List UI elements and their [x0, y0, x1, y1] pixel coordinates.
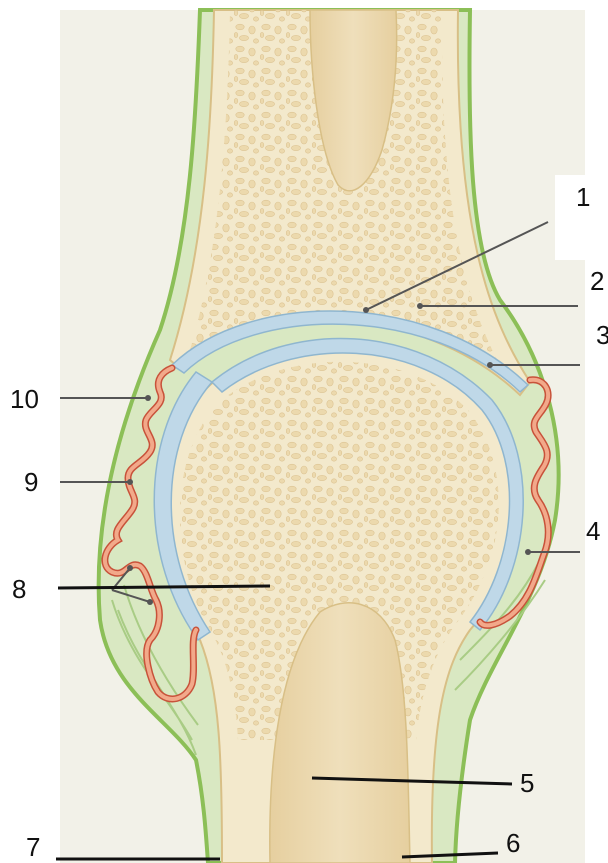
label-7: 7: [26, 834, 40, 860]
leader-dot-1: [363, 307, 369, 313]
leader-dot-2: [417, 303, 423, 309]
leader-dot-4: [525, 549, 531, 555]
label-9: 9: [24, 469, 38, 495]
label-4: 4: [586, 518, 600, 544]
label-5: 5: [520, 770, 534, 796]
label-8: 8: [12, 576, 26, 602]
leader-dot-8b: [147, 599, 153, 605]
label-3: 3: [596, 322, 608, 348]
leader-dot-8a: [127, 565, 133, 571]
label-2: 2: [590, 268, 604, 294]
label-10: 10: [10, 386, 39, 412]
label-1: 1: [576, 184, 590, 210]
leader-line-8: [58, 586, 270, 588]
leader-dot-3: [487, 362, 493, 368]
leader-dot-9: [127, 479, 133, 485]
label-6: 6: [506, 830, 520, 856]
leader-dot-10: [145, 395, 151, 401]
